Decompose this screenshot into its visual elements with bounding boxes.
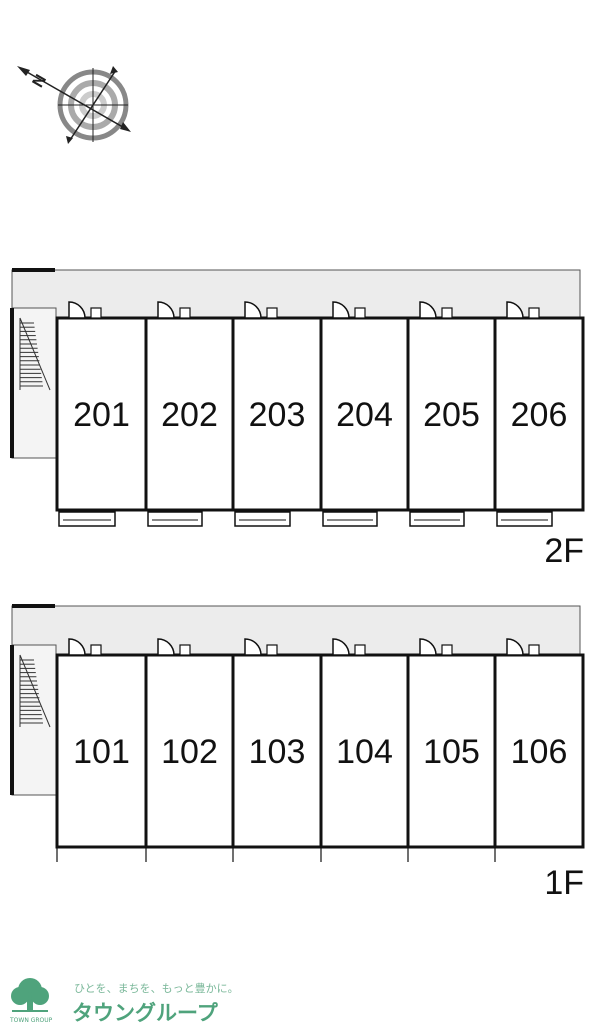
unit-203[interactable]: 203 bbox=[231, 301, 323, 527]
unit-106[interactable]: 106 bbox=[493, 638, 585, 862]
unit-206[interactable]: 206 bbox=[493, 301, 585, 527]
north-label: N bbox=[30, 72, 51, 91]
unit-104[interactable]: 104 bbox=[319, 638, 410, 862]
door-icon bbox=[506, 638, 540, 656]
door-icon bbox=[157, 638, 191, 656]
door-icon bbox=[244, 301, 278, 319]
balcony bbox=[234, 511, 291, 527]
stairs-icon bbox=[19, 317, 51, 391]
stairway bbox=[11, 644, 57, 796]
unit-204[interactable]: 204 bbox=[319, 301, 410, 527]
unit-number: 202 bbox=[161, 396, 218, 434]
unit-number: 201 bbox=[73, 396, 130, 434]
unit-number: 102 bbox=[161, 733, 218, 771]
balcony bbox=[409, 511, 465, 527]
unit-number: 105 bbox=[423, 733, 480, 771]
corridor bbox=[11, 605, 581, 656]
corridor bbox=[11, 269, 581, 319]
door-icon bbox=[332, 638, 366, 656]
unit-number: 104 bbox=[336, 733, 393, 771]
tree-icon bbox=[11, 978, 49, 1012]
floor-label: 2F bbox=[544, 532, 584, 570]
door-icon bbox=[506, 301, 540, 319]
floor-label: 1F bbox=[544, 864, 584, 902]
floor-2f: 201 202 203 204 205 206 2F bbox=[10, 268, 585, 570]
unit-202[interactable]: 202 bbox=[144, 301, 235, 527]
balcony bbox=[147, 511, 203, 527]
unit-number: 106 bbox=[511, 733, 568, 771]
floor-1f: 101 102 103 104 105 106 1F bbox=[10, 604, 585, 902]
door-icon bbox=[332, 301, 366, 319]
unit-number: 204 bbox=[336, 396, 393, 434]
unit-number: 205 bbox=[423, 396, 480, 434]
logo-tagline: ひとを、まちを、もっと豊かに。 bbox=[74, 982, 239, 995]
balcony bbox=[322, 511, 378, 527]
company-logo: TOWN GROUP ひとを、まちを、もっと豊かに。 タウングループ bbox=[0, 975, 239, 1025]
unit-number: 101 bbox=[73, 733, 130, 771]
unit-number: 203 bbox=[249, 396, 306, 434]
unit-205[interactable]: 205 bbox=[406, 301, 497, 527]
door-icon bbox=[68, 638, 102, 656]
unit-103[interactable]: 103 bbox=[231, 638, 323, 862]
balcony bbox=[496, 511, 553, 527]
door-icon bbox=[157, 301, 191, 319]
door-icon bbox=[68, 301, 102, 319]
stairway bbox=[11, 307, 57, 459]
unit-101[interactable]: 101 bbox=[55, 638, 148, 862]
door-icon bbox=[419, 638, 453, 656]
logo-small-text: TOWN GROUP bbox=[9, 1017, 53, 1024]
door-icon bbox=[244, 638, 278, 656]
unit-number: 103 bbox=[249, 733, 306, 771]
unit-102[interactable]: 102 bbox=[144, 638, 235, 862]
unit-number: 206 bbox=[511, 396, 568, 434]
stairs-icon bbox=[19, 654, 51, 728]
balcony bbox=[58, 511, 116, 527]
door-icon bbox=[419, 301, 453, 319]
logo-name: タウングループ bbox=[72, 1001, 219, 1025]
compass-rose-icon: N bbox=[17, 66, 131, 144]
unit-105[interactable]: 105 bbox=[406, 638, 497, 862]
unit-201[interactable]: 201 bbox=[55, 301, 148, 527]
